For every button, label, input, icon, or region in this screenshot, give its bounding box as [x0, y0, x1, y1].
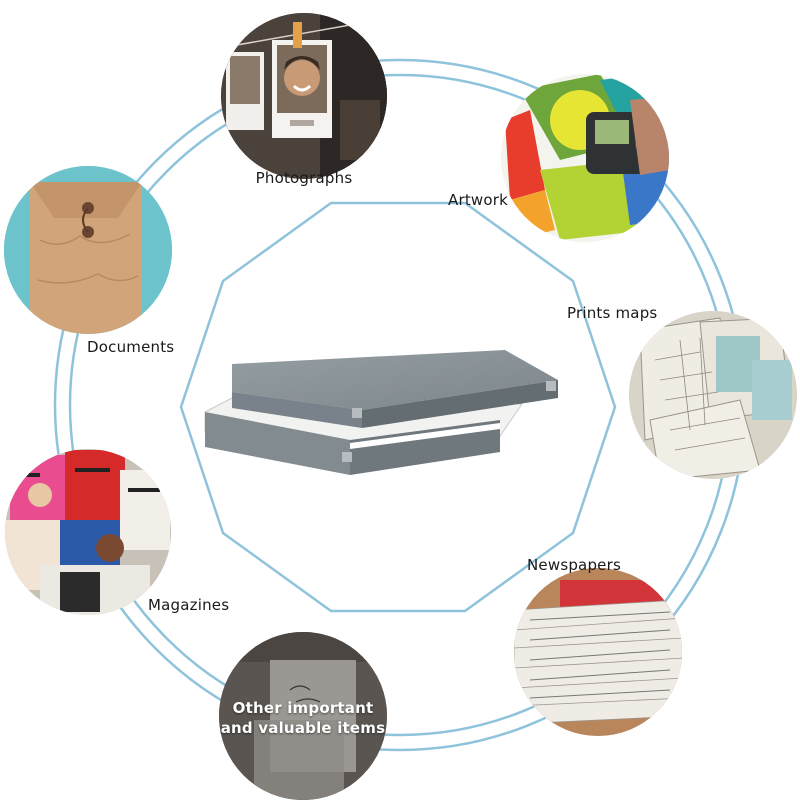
- newspapers-image: [514, 568, 682, 736]
- label-prints-maps: Prints maps: [567, 304, 658, 322]
- label-newspapers: Newspapers: [527, 556, 621, 574]
- artwork-image: [501, 74, 669, 242]
- photographs-image: [221, 13, 387, 179]
- label-other-valuable-items: Other important and valuable items: [220, 699, 386, 737]
- valuable-items-image: [219, 632, 387, 800]
- documents-image: [4, 166, 172, 334]
- label-artwork: Artwork: [448, 191, 509, 209]
- archival-box-image: [204, 350, 558, 475]
- label-magazines: Magazines: [148, 596, 230, 614]
- label-photographs: Photographs: [255, 169, 353, 187]
- magazines-image: [5, 449, 171, 615]
- label-documents: Documents: [87, 338, 175, 356]
- prints-maps-image: [629, 311, 797, 479]
